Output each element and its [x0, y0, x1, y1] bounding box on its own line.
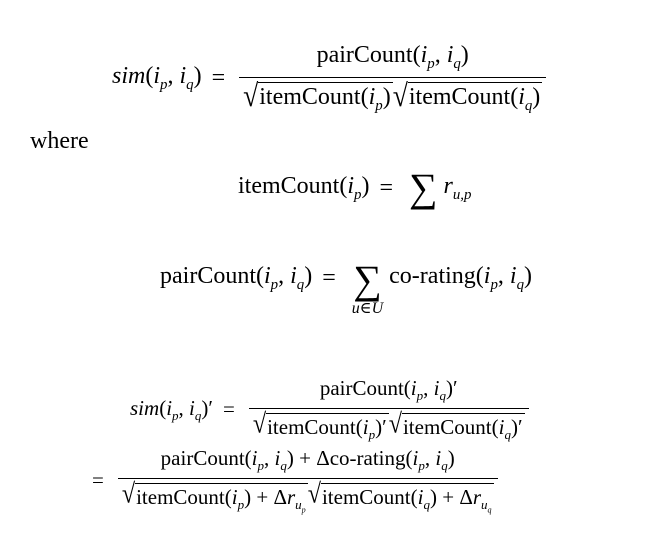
eq4-lhs: sim(ip, iq)′	[130, 395, 213, 423]
eq1-lhs: sim(ip, iq)	[112, 62, 202, 93]
equation-similarity: sim(ip, iq) = pairCount(ip, iq) √itemCou…	[112, 42, 550, 115]
eq3-rhs: co-rating(ip, iq)	[389, 262, 532, 293]
where-label: where	[30, 128, 89, 154]
eq2-rhs: ru,p	[443, 172, 472, 203]
sum-symbol: ∑	[408, 165, 438, 210]
eq1-fraction: pairCount(ip, iq) √itemCount(ip)√itemCou…	[239, 42, 547, 115]
eq5-denominator: √itemCount(ip) + Δrup√itemCount(iq) + Δr…	[117, 478, 498, 515]
equation-expanded: = pairCount(ip, iq) + Δco-rating(ip, iq)…	[92, 446, 502, 515]
eq4-fraction: pairCount(ip, iq)′ √itemCount(ip)′√itemC…	[248, 376, 529, 443]
eq4-denominator: √itemCount(ip)′√itemCount(iq)′	[248, 408, 529, 443]
sum-limit: u∈U	[351, 300, 384, 317]
equation-paircount: pairCount(ip, iq) = ∑ u∈U co-rating(ip, …	[160, 257, 532, 318]
eq5-numerator: pairCount(ip, iq) + Δco-rating(ip, iq)	[160, 446, 455, 474]
eq2-lhs: itemCount(ip)	[238, 172, 370, 203]
eq3-lhs: pairCount(ip, iq)	[160, 262, 313, 293]
eq1-denominator: √itemCount(ip)√itemCount(iq)	[239, 76, 547, 115]
equation-itemcount: itemCount(ip) = ∑ ru,p	[238, 165, 472, 210]
eq5-fraction: pairCount(ip, iq) + Δco-rating(ip, iq) √…	[117, 446, 498, 515]
eq5-equals: =	[92, 467, 104, 492]
sum-symbol: ∑ u∈U	[351, 257, 384, 318]
eq1-numerator: pairCount(ip, iq)	[316, 42, 469, 72]
equation-updated-similarity: sim(ip, iq)′ = pairCount(ip, iq)′ √itemC…	[130, 376, 533, 443]
eq4-numerator: pairCount(ip, iq)′	[319, 376, 458, 404]
